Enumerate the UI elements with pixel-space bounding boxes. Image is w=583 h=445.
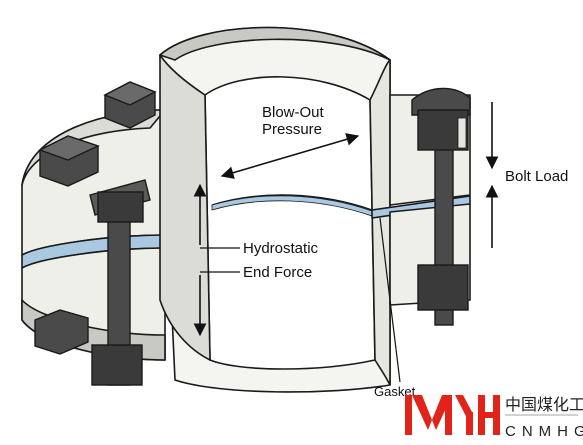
nut-lower-icon [417, 264, 469, 311]
bolt-front-left [89, 179, 151, 386]
pipe-top-rim [159, 26, 391, 61]
logo-cn-text: 中国煤化工 [505, 395, 583, 414]
nut-lower-icon [91, 344, 143, 386]
hex-nut-top-icon [103, 81, 157, 106]
logo-mark-icon [405, 395, 500, 435]
bolt-back-left-2 [38, 135, 100, 187]
bolt-back-left-1 [103, 81, 157, 129]
hydrostatic-label: Hydrostatic [243, 240, 319, 257]
hex-nut-top-icon [38, 135, 100, 161]
gasket-leader [379, 217, 401, 383]
pipe [159, 26, 391, 393]
nut-top-icon [411, 87, 471, 116]
blow-out-label-line1: Blow-Out [262, 104, 325, 121]
end-force-label: End Force [243, 264, 312, 281]
nut-highlight [457, 117, 467, 149]
bolt-front-right [411, 87, 471, 326]
brand-logo: 中国煤化工 CNMHG [405, 395, 583, 440]
nut-upper-icon [97, 191, 144, 223]
blow-out-label-line2: Pressure [262, 121, 322, 138]
hex-nut-icon [34, 309, 89, 355]
blow-out-arrow [220, 133, 360, 179]
pipe-front-left-upper [159, 54, 211, 361]
bolt-back-left-nut-lower [34, 309, 89, 355]
logo-en-text: CNMHG [505, 423, 583, 440]
bolt-load-label: Bolt Load [505, 168, 568, 185]
